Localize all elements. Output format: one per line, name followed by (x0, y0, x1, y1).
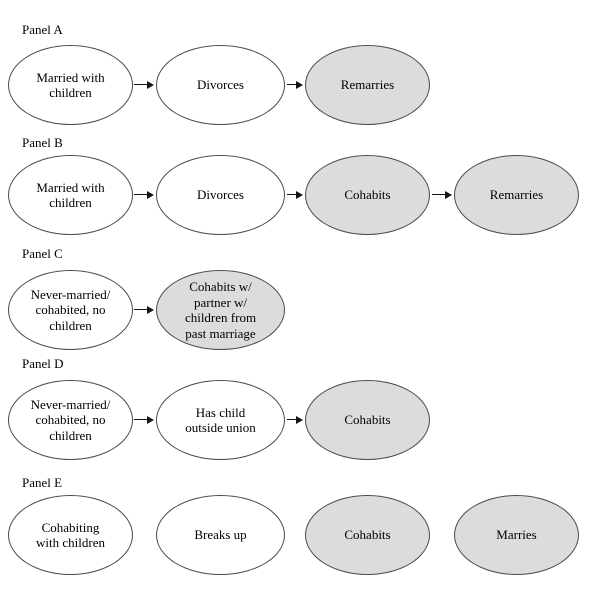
arrow-right-icon (134, 190, 154, 199)
node-text: Marries (496, 527, 537, 543)
node-remarries: Remarries (305, 45, 430, 125)
node-text: Married with children (36, 69, 105, 101)
node-text: Cohabits (344, 187, 391, 203)
node-text: Never-married/ cohabited, no children (30, 396, 111, 443)
arrow-right-icon (134, 305, 154, 314)
arrow-right-icon (432, 190, 452, 199)
arrow-right-icon (134, 415, 154, 424)
node-marries: Marries (454, 495, 579, 575)
node-divorces: Divorces (156, 155, 285, 235)
node-cohabits: Cohabits (305, 155, 430, 235)
node-text: Never-married/ cohabited, no children (30, 286, 111, 333)
node-text: Divorces (197, 187, 244, 203)
node-married-with-children: Married with children (8, 45, 133, 125)
panel-a-label: Panel A (22, 22, 63, 37)
node-text: Cohabits w/ partner w/ children from pas… (184, 279, 257, 341)
node-has-child-outside-union: Has child outside union (156, 380, 285, 460)
node-cohabits: Cohabits (305, 495, 430, 575)
node-cohabits-with-partner-with-children: Cohabits w/ partner w/ children from pas… (156, 270, 285, 350)
arrow-right-icon (287, 415, 303, 424)
node-text: Married with children (36, 179, 105, 211)
node-cohabits: Cohabits (305, 380, 430, 460)
node-text: Divorces (197, 77, 244, 93)
node-text: Cohabits (344, 412, 391, 428)
node-text: Breaks up (194, 527, 247, 543)
node-text: Has child outside union (185, 404, 256, 436)
arrow-right-icon (287, 80, 303, 89)
panel-e-label: Panel E (22, 475, 63, 490)
node-text: Cohabiting with children (36, 519, 105, 551)
node-never-married-no-children: Never-married/ cohabited, no children (8, 270, 133, 350)
arrow-right-icon (287, 190, 303, 199)
node-never-married-no-children: Never-married/ cohabited, no children (8, 380, 133, 460)
node-breaks-up: Breaks up (156, 495, 285, 575)
panel-b-label: Panel B (22, 135, 63, 150)
node-divorces: Divorces (156, 45, 285, 125)
arrow-right-icon (134, 80, 154, 89)
panel-d-label: Panel D (22, 356, 64, 371)
node-remarries: Remarries (454, 155, 579, 235)
node-text: Remarries (489, 187, 544, 203)
node-text: Cohabits (344, 527, 391, 543)
panel-c-label: Panel C (22, 246, 63, 261)
node-cohabiting-with-children: Cohabiting with children (8, 495, 133, 575)
node-married-with-children: Married with children (8, 155, 133, 235)
node-text: Remarries (340, 77, 395, 93)
